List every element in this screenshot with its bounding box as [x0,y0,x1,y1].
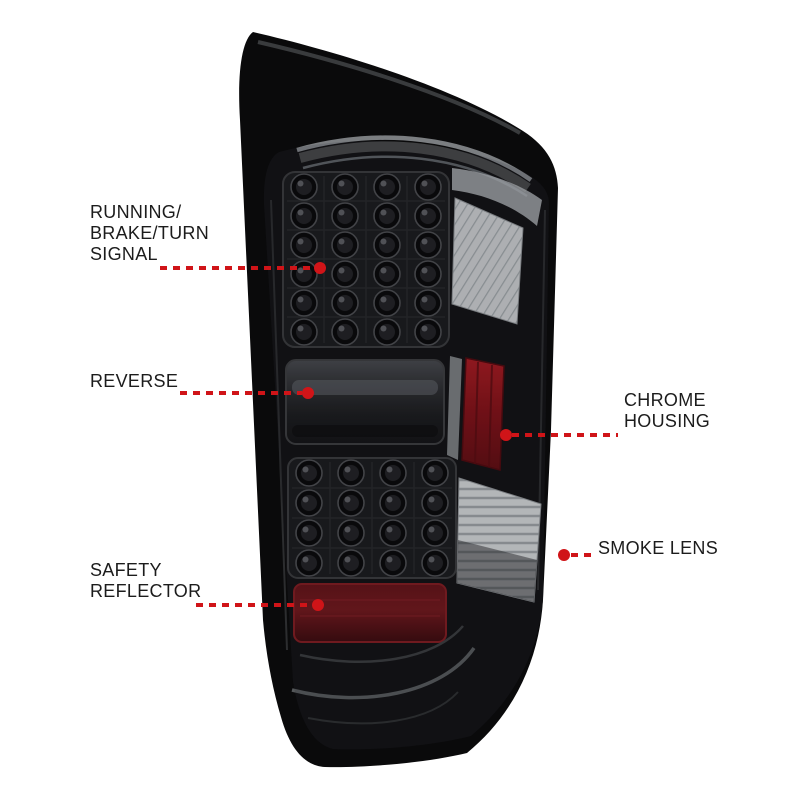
led-grid-upper [282,171,450,348]
led-grid-lower [287,457,457,579]
safety-reflector-strip [293,583,447,643]
callout-label-reverse: REVERSE [90,371,178,392]
leader-dot-safety-reflector [312,599,324,611]
leader-line-chrome-housing [512,433,618,437]
housing-bottom-reflections [291,625,476,725]
callout-line: SAFETY [90,560,162,580]
callout-line: REFLECTOR [90,581,202,601]
leader-line-running-brake-turn-signal [160,266,314,270]
leader-dot-reverse [302,387,314,399]
callout-line: CHROME [624,390,706,410]
callout-line: REVERSE [90,371,179,391]
leader-line-reverse [180,391,302,395]
smoke-lens-ribbed-section [456,477,542,603]
callout-line: HOUSING [624,411,711,431]
leader-line-smoke-lens [571,553,595,557]
callout-line: BRAKE/TURN [90,223,210,243]
chrome-housing-section [447,168,542,460]
callout-label-smoke-lens: SMOKE LENS [598,538,718,559]
leader-dot-smoke-lens [558,549,570,561]
callout-label-running-brake-turn-signal: RUNNING/ BRAKE/TURN SIGNAL [90,202,209,265]
leader-dot-chrome-housing [500,429,512,441]
callout-line: SIGNAL [90,244,158,264]
leader-line-safety-reflector [196,603,312,607]
callout-label-chrome-housing: CHROME HOUSING [624,390,710,432]
callout-line: RUNNING/ [90,202,182,222]
red-side-reflector [461,357,505,471]
reverse-lens [285,359,445,445]
smoke-tint-overlay [263,141,549,750]
callout-label-safety-reflector: SAFETY REFLECTOR [90,560,201,602]
leader-dot-running-brake-turn-signal [314,262,326,274]
callout-line: SMOKE LENS [598,538,719,558]
